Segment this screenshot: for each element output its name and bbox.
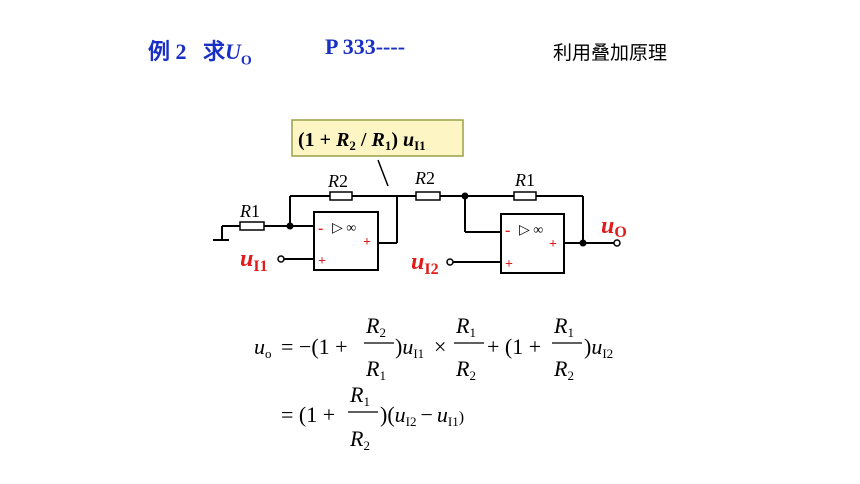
label-input-1: uI1 — [240, 246, 268, 275]
callout-text: (1 + R2 / R1) uI1 — [298, 129, 426, 153]
svg-text:+ (1 +: + (1 + — [487, 334, 541, 359]
example-label: 例 2 — [148, 39, 187, 64]
opamp-2 — [500, 213, 565, 274]
opamp-1 — [313, 211, 379, 271]
opamp-2-plus-output: + — [549, 237, 557, 252]
resistor-r1-right — [513, 191, 537, 201]
label-r2-right: R2 — [414, 168, 435, 188]
svg-text:R1: R1 — [553, 313, 574, 340]
label-r1-right: R1 — [514, 170, 535, 190]
svg-text:uo: uo — [254, 334, 272, 361]
opamp-1-plus-input: + — [318, 254, 326, 269]
resistor-r1-left — [239, 221, 265, 231]
opamp-1-minus: - — [318, 220, 323, 237]
target-sub: O — [240, 53, 252, 69]
svg-text:)uI2: )uI2 — [584, 334, 613, 361]
svg-text:R2: R2 — [349, 426, 370, 453]
label-output: uO — [601, 213, 627, 241]
svg-text:×: × — [434, 334, 446, 359]
svg-text:= (1 +: = (1 + — [281, 402, 335, 427]
svg-text:)(uI2−uI1): )(uI2−uI1) — [380, 402, 464, 429]
equation-line-2: = (1 + R1 R2 )(uI2−uI1) — [281, 382, 464, 453]
svg-text:R1: R1 — [455, 313, 476, 340]
svg-text:R2: R2 — [553, 356, 574, 383]
svg-text:R2: R2 — [455, 356, 476, 383]
terminal-input-1 — [277, 255, 285, 263]
junction-dot — [579, 239, 587, 247]
opamp-2-minus: - — [505, 222, 510, 239]
svg-text:R1: R1 — [349, 382, 370, 409]
terminal-output — [613, 239, 621, 247]
label-input-2: uI2 — [411, 249, 439, 278]
junction-dot — [286, 222, 294, 230]
target-var: U — [225, 39, 241, 64]
callout-box — [291, 119, 464, 157]
svg-text:)uI1: )uI1 — [395, 334, 424, 361]
opamp-2-symbol: ▷ ∞ — [519, 223, 543, 238]
opamp-2-plus-input: + — [505, 257, 513, 272]
svg-text:R1: R1 — [365, 356, 386, 383]
callout-pointer — [377, 159, 389, 187]
principle-label: 利用叠加原理 — [553, 42, 668, 64]
junction-dot — [461, 192, 469, 200]
opamp-1-plus-output: + — [363, 235, 371, 250]
example-title: 例 2 求UO — [148, 34, 252, 69]
find-label: 求 — [203, 39, 226, 64]
page-reference: P 333---- — [325, 34, 406, 59]
circuit-wires — [213, 195, 614, 263]
label-r1-left: R1 — [239, 201, 260, 221]
opamp-1-symbol: ▷ ∞ — [332, 221, 356, 236]
svg-text:R2: R2 — [365, 313, 386, 340]
terminal-input-2 — [446, 258, 454, 266]
svg-text:= −(1 +: = −(1 + — [281, 334, 348, 359]
resistor-r2-left — [329, 191, 353, 201]
resistor-r2-right — [415, 191, 441, 201]
label-r2-left: R2 — [327, 171, 348, 191]
equation-line-1: uo = −(1 + R2 R1 )uI1 × R1 R2 + (1 + R1 … — [254, 313, 613, 383]
